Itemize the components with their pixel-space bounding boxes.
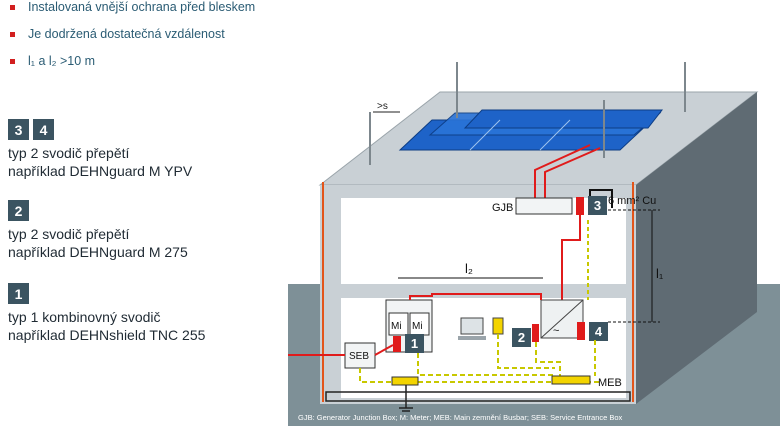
earth-line: [535, 342, 561, 376]
badge-3: 3: [8, 119, 29, 140]
bullet-marker: [10, 5, 15, 10]
legend-spd-type1: 1 typ 1 kombinovný svodič například DEHN…: [8, 283, 205, 344]
bullet-list: Instalovaná vnější ochrana před bleskem …: [10, 0, 255, 81]
equipotential-bonding: [359, 334, 600, 383]
seb-to-meter: [374, 344, 394, 356]
bullet-item: Instalovaná vnější ochrana před bleskem: [10, 0, 255, 27]
legend-line-1: typ 2 svodič přepětí: [8, 145, 130, 161]
spd-3-device: [576, 197, 584, 215]
spd-3-number: 3: [594, 198, 601, 213]
spd-2-badge: [512, 328, 531, 347]
bullet-text: Instalovaná vnější ochrana před bleskem: [28, 0, 256, 14]
meter-right-label: Mi: [412, 321, 423, 332]
meb-label: MEB: [598, 377, 622, 389]
panel-divider: [469, 119, 501, 151]
l2-label: l₂: [465, 261, 473, 276]
legend-line-1: typ 2 svodič přepětí: [8, 226, 130, 242]
legend-line-2: například DEHNguard M YPV: [8, 163, 193, 179]
computer-keyboard: [458, 336, 486, 340]
meb-bar: [551, 375, 591, 385]
spd-4-device: [577, 322, 585, 340]
seb-box: [344, 342, 376, 369]
badge-4: 4: [33, 119, 54, 140]
solar-panels: [398, 109, 664, 151]
bullet-text: Je dodržená dostatečná vzdálenost: [28, 27, 225, 41]
spd-1-badge: [405, 334, 424, 353]
bullet-marker: [10, 59, 15, 64]
legend-line-1: typ 1 kombinovný svodič: [8, 309, 161, 325]
computer-monitor: [460, 317, 484, 335]
air-terminals: [369, 62, 686, 165]
bullet-item: Je dodržená dostatečná vzdálenost: [10, 27, 255, 54]
bullet-text: l₁ a l₂ >10 m: [28, 54, 96, 68]
distance-label: >s: [377, 101, 388, 112]
legend-line-2: například DEHNshield TNC 255: [8, 327, 206, 343]
spd-4-badge: [589, 322, 608, 341]
spd-1-device: [393, 336, 401, 352]
earth-line: [497, 334, 555, 369]
earth-line: [417, 353, 555, 376]
gjb-label: GJB: [492, 202, 513, 214]
inverter-diagonal: [540, 299, 584, 339]
gjb-box: [515, 197, 573, 215]
legend-spd-type2: 2 typ 2 svodič přepětí například DEHNgua…: [8, 200, 188, 261]
meter-left-label: Mi: [391, 321, 402, 332]
panel-divider: [539, 119, 571, 151]
bullet-marker: [10, 32, 15, 37]
dc-cable: [544, 147, 601, 200]
dc-cable-down: [561, 215, 581, 300]
spd-4-number: 4: [595, 324, 603, 339]
meter-left: [388, 312, 409, 336]
solar-panel-row: [463, 109, 664, 129]
spd-3-badge: [588, 196, 607, 215]
inverter-label: ~: [553, 325, 559, 337]
l1-label: l₁: [656, 266, 664, 281]
earth-terminal: [391, 376, 419, 386]
spd-2-number: 2: [518, 330, 525, 345]
badge-2: 2: [8, 200, 29, 221]
badge-1: 1: [8, 283, 29, 304]
bullet-item: l₁ a l₂ >10 m: [10, 54, 255, 81]
earth-cable-6mm: [589, 189, 613, 208]
side-wall: [636, 92, 757, 404]
cable-label: 6 mm² Cu: [608, 195, 656, 207]
diagram-caption: GJB: Generator Junction Box; M: Meter; M…: [298, 413, 623, 422]
foundation-earth: [325, 391, 631, 402]
spd-1-number: 1: [411, 336, 418, 351]
socket-outlet: [492, 317, 504, 335]
ac-cable: [409, 293, 542, 300]
earth-line: [359, 368, 600, 383]
seb-label: SEB: [349, 351, 369, 362]
spd-2-device: [532, 324, 539, 342]
dc-cable: [534, 144, 591, 200]
legend-line-2: například DEHNguard M 275: [8, 244, 188, 260]
